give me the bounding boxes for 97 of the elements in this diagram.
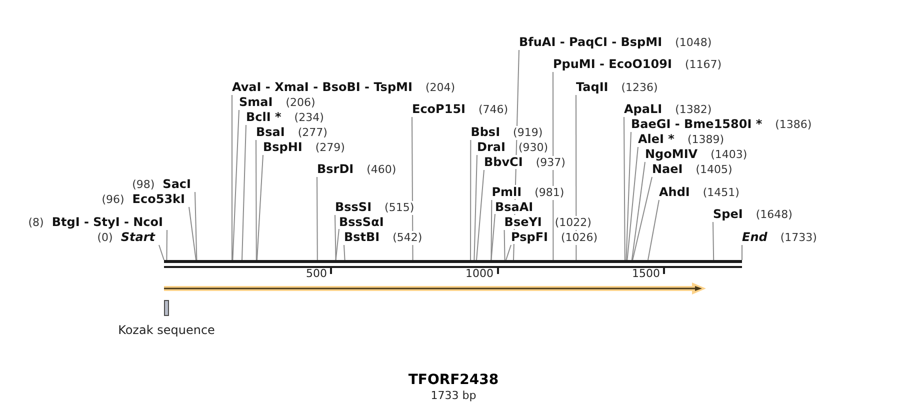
- scale-label: 1500: [632, 267, 660, 280]
- enzyme-name: SacI: [162, 177, 191, 191]
- cut-position: (1733): [780, 231, 817, 245]
- enzyme-name: BbsI: [470, 125, 500, 139]
- enzyme-name: BsaAI: [495, 200, 534, 214]
- feature-label: Kozak sequence: [118, 323, 215, 337]
- cut-position: (981): [534, 186, 564, 200]
- enzyme-name: PmlI: [492, 185, 522, 199]
- sequence-length: 1733 bp: [430, 389, 476, 402]
- cut-position: (96): [102, 193, 124, 207]
- enzyme-name: PpuMI - EcoO109I: [553, 57, 672, 71]
- leader-line: [712, 222, 714, 260]
- cut-position: (930): [518, 141, 548, 155]
- leader-line: [506, 244, 512, 260]
- enzyme-name: AvaI - XmaI - BsoBI - TspMI: [232, 80, 412, 94]
- enzyme-name: BssSI: [335, 200, 372, 214]
- leader-line: [166, 230, 168, 260]
- cut-position: (0): [97, 231, 113, 245]
- cut-position: (277): [298, 126, 328, 140]
- enzyme-name: BtgI - StyI - NcoI: [52, 215, 163, 229]
- enzyme-name: DraI: [477, 140, 506, 154]
- leader-line: [626, 132, 632, 260]
- enzyme-name: EcoP15I: [412, 102, 466, 116]
- cut-position: (234): [294, 111, 324, 125]
- cut-position: (204): [425, 81, 456, 95]
- enzyme-name: BfuAI - PaqCI - BspMI: [519, 35, 662, 49]
- cut-position: (98): [132, 178, 155, 192]
- sequence-terminus-label: Start: [120, 230, 155, 244]
- leader-line: [490, 214, 496, 260]
- scale-label: 1000: [466, 267, 494, 280]
- leader-line: [256, 140, 257, 260]
- enzyme-name: ApaLI: [624, 102, 662, 116]
- sequence-terminus-label: End: [742, 230, 768, 244]
- enzyme-name: BssSαI: [339, 215, 384, 229]
- enzyme-name: TaqII: [576, 80, 608, 94]
- enzyme-name: NgoMIV: [645, 147, 698, 161]
- enzyme-name: BseYI: [504, 215, 542, 229]
- cut-position: (515): [384, 201, 414, 215]
- cut-position: (1403): [710, 148, 748, 162]
- leader-line: [188, 206, 196, 260]
- leader-line: [344, 244, 346, 260]
- enzyme-name: SpeI: [713, 207, 743, 221]
- enzyme-name: BclI *: [246, 110, 282, 124]
- cut-position: (1236): [621, 81, 658, 95]
- enzyme-name: SmaI: [239, 95, 273, 109]
- leader-line: [626, 146, 638, 260]
- enzyme-name: PspFI: [511, 230, 548, 244]
- leader-line: [194, 192, 198, 260]
- leader-line: [631, 162, 646, 260]
- cut-position: (919): [513, 126, 543, 140]
- cut-position: (206): [286, 96, 316, 110]
- cut-position: (1048): [675, 36, 712, 50]
- enzyme-name: BsaI: [256, 125, 285, 139]
- enzyme-name: BbvCI: [484, 155, 523, 169]
- cut-position: (1022): [554, 216, 592, 230]
- enzyme-name: BsrDI: [317, 162, 354, 176]
- cut-position: (1386): [775, 118, 812, 132]
- dna-backbone: [164, 260, 742, 268]
- enzyme-name: AhdI: [659, 185, 690, 199]
- leader-line: [474, 154, 478, 260]
- cut-position: (1167): [684, 58, 722, 72]
- leader-line: [624, 116, 626, 260]
- cut-position: (1382): [675, 103, 712, 117]
- cut-position: (1389): [687, 133, 724, 147]
- cut-position: (1026): [560, 231, 598, 245]
- leader-line: [256, 154, 264, 260]
- cut-position: (542): [392, 231, 422, 245]
- leader-line: [335, 228, 340, 260]
- cut-position: (746): [478, 103, 508, 117]
- leader-line: [158, 244, 164, 260]
- cut-position: (1405): [696, 163, 732, 177]
- enzyme-name: BaeGI - Bme1580I *: [631, 117, 762, 131]
- leader-line: [470, 140, 472, 260]
- enzyme-name: BspHI: [263, 140, 302, 154]
- leader-line: [232, 110, 240, 260]
- leader-line: [476, 170, 484, 260]
- cut-position: (460): [366, 163, 396, 177]
- leader-line: [552, 72, 554, 260]
- leader-line: [316, 176, 318, 260]
- leader-line: [490, 200, 492, 260]
- enzyme-name: AleI *: [638, 132, 674, 146]
- leader-line: [504, 230, 506, 260]
- enzyme-name: NaeI: [652, 162, 683, 176]
- cut-position: (1451): [702, 186, 740, 200]
- cut-position: (279): [315, 141, 345, 155]
- enzyme-name: BstBI: [344, 230, 380, 244]
- cut-position: (937): [536, 156, 566, 170]
- cut-position: (1648): [756, 208, 792, 222]
- cut-position: (8): [28, 216, 44, 230]
- leader-line: [648, 200, 660, 260]
- map-title: TFORF2438: [408, 372, 499, 388]
- leader-line: [334, 214, 336, 260]
- feature-box: [164, 300, 169, 316]
- leader-line: [242, 124, 246, 260]
- enzyme-name: Eco53kI: [132, 192, 185, 206]
- scale-label: 500: [306, 267, 327, 280]
- leader-line: [632, 176, 652, 260]
